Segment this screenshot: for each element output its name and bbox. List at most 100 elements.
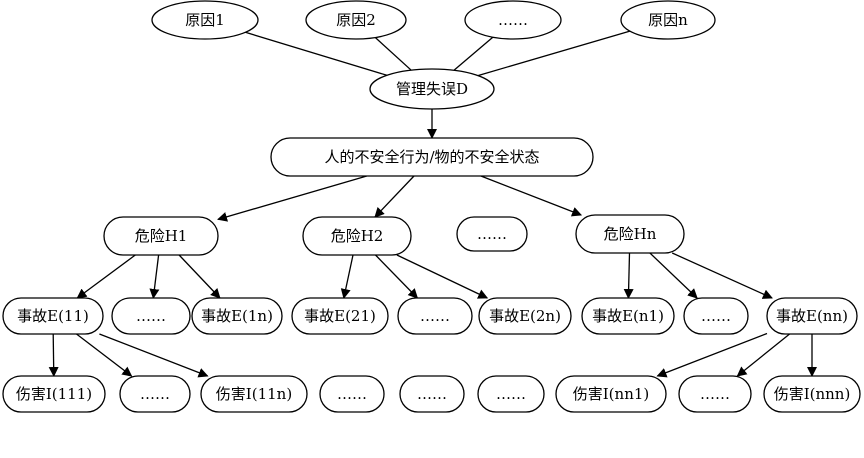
node-shape: [2, 297, 104, 335]
edge-cause_dots-to-mgmt_error: [453, 36, 494, 71]
edge-cause_1-to-mgmt_error: [245, 31, 388, 76]
node-label: 事故E(11): [17, 307, 89, 325]
edge-hazard_1-to-accident_11: [76, 254, 136, 299]
node-shape: [305, 0, 407, 40]
node-injury-dots-b: ……: [399, 375, 465, 413]
node-label: 危险H1: [135, 227, 188, 245]
node-label: 事故E(21): [304, 307, 376, 325]
edge-hazard_1-to-accident_1_dots: [149, 254, 160, 299]
node-label: 原因n: [648, 11, 688, 29]
node-injury-dots-c: ……: [477, 375, 545, 413]
node-hazard-2: 危险H2: [302, 216, 412, 256]
node-shape: [477, 375, 545, 413]
node-label: 事故E(2n): [489, 307, 561, 325]
node-shape: [119, 375, 191, 413]
edge-hazard_n-to-accident_nn: [671, 252, 773, 299]
node-unsafe-state: 人的不安全行为/物的不安全状态: [270, 137, 594, 177]
node-injury-dots-a: ……: [319, 375, 385, 413]
node-injury-nn1: 伤害I(nn1): [555, 375, 667, 413]
node-shape: [2, 375, 106, 413]
node-injury-11n: 伤害I(11n): [200, 375, 308, 413]
node-hazard-1: 危险H1: [103, 216, 219, 256]
edge-unsafe_state-to-hazard_n: [480, 175, 583, 217]
node-label: 原因1: [185, 11, 225, 29]
node-label: 事故E(n1): [592, 307, 664, 325]
node-label: 危险H2: [331, 227, 384, 245]
node-shape: [319, 375, 385, 413]
node-shape: [200, 375, 308, 413]
edge-cause_n-to-mgmt_error: [477, 30, 631, 77]
node-accident-2n: 事故E(2n): [478, 297, 572, 335]
node-label: ……: [136, 307, 166, 325]
node-shape: [464, 0, 562, 40]
edges: [48, 30, 817, 378]
node-accident-n-dots: ……: [683, 297, 749, 335]
node-label: ……: [420, 307, 450, 325]
node-shape: [399, 375, 465, 413]
node-injury-nnn: 伤害I(nnn): [763, 375, 861, 413]
node-label: ……: [417, 385, 447, 403]
edge-cause_2-to-mgmt_error: [374, 37, 412, 71]
node-shape: [111, 297, 191, 335]
edge-accident_11-to-injury_11_dots: [76, 333, 133, 377]
node-cause-1: 原因1: [151, 0, 259, 40]
node-mgmt-error: 管理失误D: [369, 68, 495, 110]
node-label: ……: [477, 225, 507, 243]
node-shape: [456, 216, 528, 252]
node-injury-nn-dots: ……: [678, 375, 752, 413]
node-label: 人的不安全行为/物的不安全状态: [324, 148, 539, 166]
edge-hazard_2-to-accident_21: [340, 254, 354, 299]
node-shape: [763, 375, 861, 413]
edge-hazard_2-to-accident_2_dots: [375, 254, 419, 299]
node-accident-21: 事故E(21): [291, 297, 389, 335]
node-shape: [478, 297, 572, 335]
node-label: ……: [701, 307, 731, 325]
node-shape: [369, 68, 495, 110]
node-hazard-n: 危险Hn: [575, 214, 685, 254]
node-label: ……: [337, 385, 367, 403]
node-label: ……: [498, 11, 528, 29]
node-accident-n1: 事故E(n1): [581, 297, 675, 335]
node-shape: [270, 137, 594, 177]
node-accident-1n: 事故E(1n): [191, 297, 283, 335]
node-label: ……: [140, 385, 170, 403]
node-accident-11: 事故E(11): [2, 297, 104, 335]
node-label: 伤害I(nn1): [573, 385, 650, 403]
node-label: 事故E(1n): [201, 307, 273, 325]
node-label: ……: [700, 385, 730, 403]
edge-accident_nn-to-injury_nn_dots: [736, 333, 791, 377]
node-injury-11-dots: ……: [119, 375, 191, 413]
node-label: 危险Hn: [604, 225, 657, 243]
node-cause-2: 原因2: [305, 0, 407, 40]
node-shape: [151, 0, 259, 40]
node-label: 伤害I(111): [16, 385, 92, 403]
node-shape: [191, 297, 283, 335]
node-label: 伤害I(11n): [216, 385, 292, 403]
node-shape: [620, 0, 716, 40]
edge-accident_11-to-injury_11n: [99, 333, 209, 378]
node-shape: [766, 297, 858, 335]
node-shape: [302, 216, 412, 256]
edge-hazard_1-to-accident_1n: [178, 254, 221, 299]
node-accident-nn: 事故E(nn): [766, 297, 858, 335]
edge-hazard_n-to-accident_n_dots: [649, 252, 698, 299]
node-label: 管理失误D: [396, 80, 468, 98]
node-shape: [555, 375, 667, 413]
node-label: ……: [496, 385, 526, 403]
node-label: 事故E(nn): [776, 307, 848, 325]
node-shape: [678, 375, 752, 413]
node-accident-2-dots: ……: [397, 297, 473, 335]
node-injury-111: 伤害I(111): [2, 375, 106, 413]
node-cause-dots: ……: [464, 0, 562, 40]
node-label: 原因2: [336, 11, 376, 29]
edge-accident_nn-to-injury_nn1: [656, 332, 768, 378]
node-label: 伤害I(nnn): [774, 385, 851, 403]
edge-hazard_n-to-accident_n1: [623, 252, 634, 299]
node-accident-1-dots: ……: [111, 297, 191, 335]
edge-accident_11-to-injury_111: [48, 333, 59, 377]
node-shape: [397, 297, 473, 335]
edge-unsafe_state-to-hazard_1: [217, 175, 367, 222]
node-shape: [291, 297, 389, 335]
